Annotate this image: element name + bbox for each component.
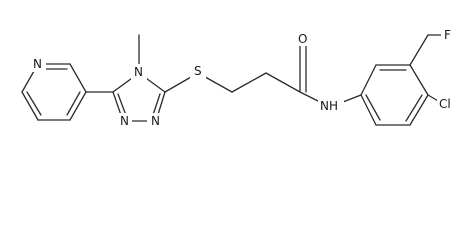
amide-nh-label: NH	[320, 99, 338, 113]
fluorine-label: F	[444, 28, 451, 42]
pyridine-n-label: N	[33, 57, 42, 71]
molecule-structure-diagram: N N N N S O NH Cl F	[21, 28, 451, 128]
triazole-n1-label: N	[120, 114, 129, 128]
sulfur-label: S	[194, 64, 202, 78]
oxygen-label: O	[298, 32, 307, 46]
triazole-n2-label: N	[151, 114, 160, 128]
pyridine-ring	[21, 63, 87, 121]
phenyl-ring	[360, 34, 446, 126]
chlorine-label: Cl	[439, 97, 451, 111]
methyl-n-label: N	[134, 65, 143, 79]
